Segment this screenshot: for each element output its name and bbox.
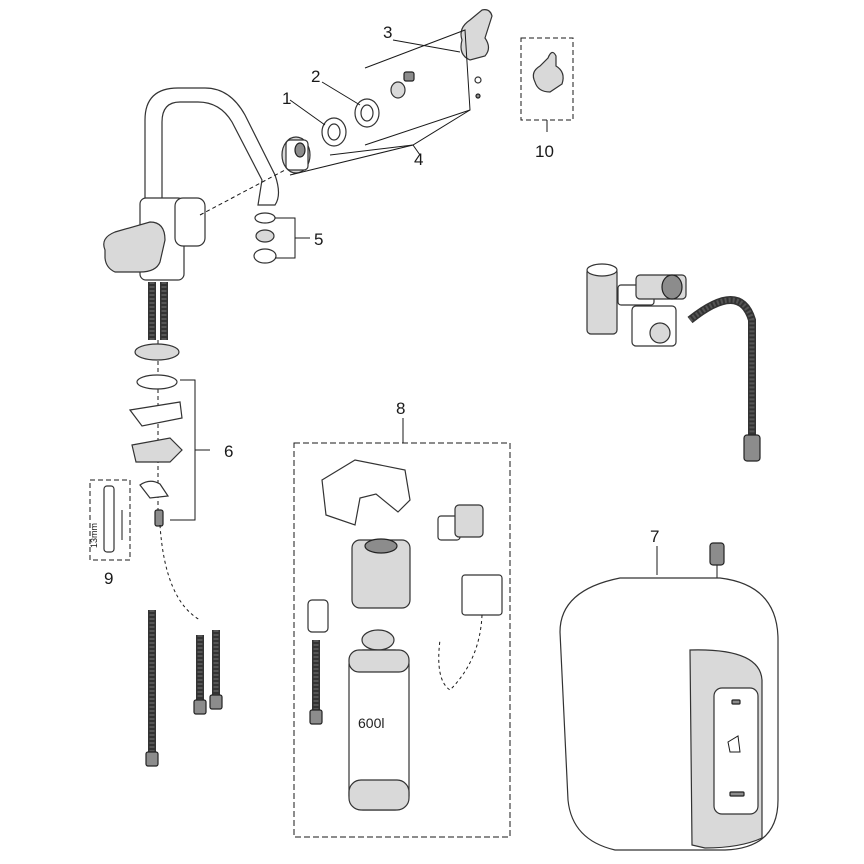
gauge-size-label: 13mm	[89, 523, 99, 548]
callout-7: 7	[650, 527, 659, 546]
filter-kit-box	[293, 442, 511, 838]
replacement-handle-box	[520, 37, 574, 132]
callout-5: 5	[314, 230, 323, 249]
mounting-kit	[128, 340, 210, 527]
callout-1: 1	[282, 89, 291, 108]
aerator-rings	[253, 212, 310, 264]
flex-hoses	[145, 524, 223, 767]
gauge-tool	[89, 479, 131, 561]
boiler-unit	[559, 542, 779, 851]
callout-10: 10	[535, 142, 554, 161]
callout-8: 8	[396, 399, 405, 418]
callout-6: 6	[224, 442, 233, 461]
filter-capacity-label: 600l	[358, 715, 384, 731]
callout-4: 4	[414, 150, 423, 169]
valve-assembly	[586, 263, 761, 462]
faucet-assembly	[103, 87, 286, 340]
callout-9: 9	[104, 569, 113, 588]
callout-2: 2	[311, 67, 320, 86]
cartridge-parts	[281, 9, 493, 176]
callout-3: 3	[383, 23, 392, 42]
